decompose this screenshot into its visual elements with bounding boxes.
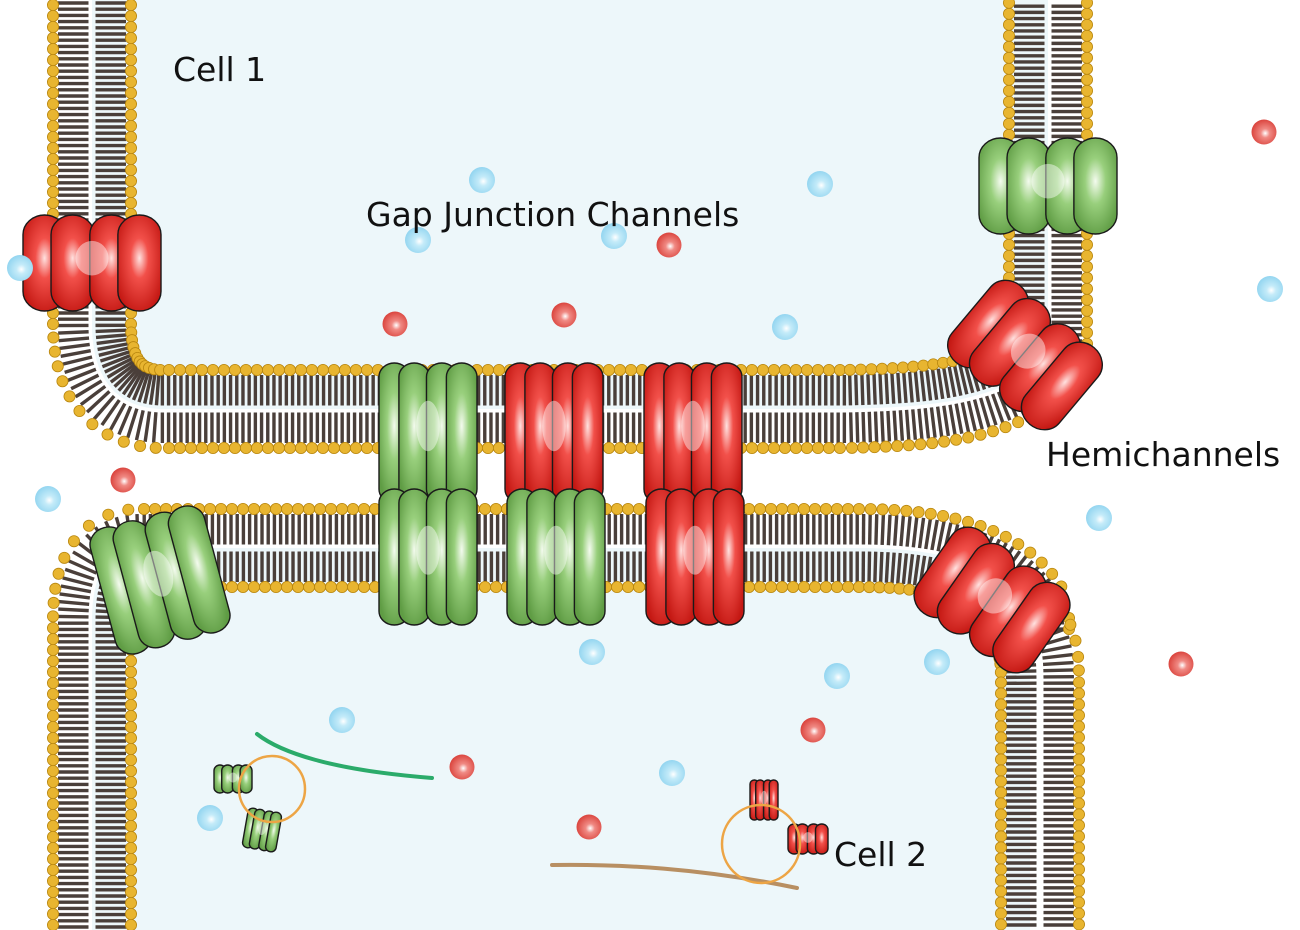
vesicle-connexon-green-2 — [241, 807, 283, 853]
ion-dot-icon — [656, 232, 682, 258]
cell-2-label: Cell 2 — [834, 835, 927, 874]
cell-1-hemichannel-corner — [947, 279, 1103, 431]
vesicle-icon — [720, 803, 802, 885]
cell-2-hemichannel-left — [89, 505, 231, 655]
cytoskeleton-filament-icon — [550, 862, 799, 890]
ion-dot-icon — [7, 255, 33, 281]
ion-dot-icon — [601, 223, 627, 249]
ion-dot-icon — [579, 639, 605, 665]
gap-junction-label: Gap Junction Channels — [366, 195, 739, 234]
ion-dot-icon — [800, 717, 826, 743]
vesicle-icon — [237, 754, 307, 824]
ion-dot-icon — [1251, 119, 1277, 145]
ion-dot-icon — [197, 805, 223, 831]
cell-2-connexon-green — [378, 488, 478, 626]
ion-dot-icon — [807, 171, 833, 197]
ion-dot-icon — [469, 167, 495, 193]
vesicles-and-filaments — [237, 732, 802, 890]
ion-dot-icon — [382, 311, 408, 337]
ion-dot-icon — [924, 649, 950, 675]
cell-1-label: Cell 1 — [173, 50, 266, 89]
ion-dot-icon — [449, 754, 475, 780]
cell-1-cytoplasm — [92, 0, 1048, 409]
connexon-channels — [22, 137, 1118, 855]
ion-dot-icon — [329, 707, 355, 733]
cell-1-connexon-red-2 — [643, 362, 743, 504]
ion-dot-icon — [772, 314, 798, 340]
cell-1-connexon-green — [378, 362, 478, 504]
vesicle-connexon-red-1 — [749, 779, 779, 821]
ion-dot-icon — [1086, 505, 1112, 531]
ion-dot-icon — [35, 486, 61, 512]
ion-dot-icon — [576, 814, 602, 840]
ion-dot-icon — [824, 663, 850, 689]
ions — [7, 119, 1283, 840]
ion-dot-icon — [405, 227, 431, 253]
vesicle-connexon-red-2 — [787, 823, 829, 855]
cell-1-hemichannel-left — [22, 214, 162, 312]
ion-dot-icon — [551, 302, 577, 328]
cell-1-connexon-red — [504, 362, 604, 504]
hemichannels-label: Hemichannels — [1046, 435, 1280, 474]
cell-1-hemichannel-right — [978, 137, 1118, 235]
ion-dot-icon — [659, 760, 685, 786]
cell-2-hemichannel-corner — [913, 526, 1071, 674]
ion-dot-icon — [110, 467, 136, 493]
ion-dot-icon — [1168, 651, 1194, 677]
cell-2-connexon-green-2 — [506, 488, 606, 626]
ion-dot-icon — [1257, 276, 1283, 302]
cytoskeleton-filament-icon — [255, 732, 434, 780]
cell-2-connexon-red — [645, 488, 745, 626]
